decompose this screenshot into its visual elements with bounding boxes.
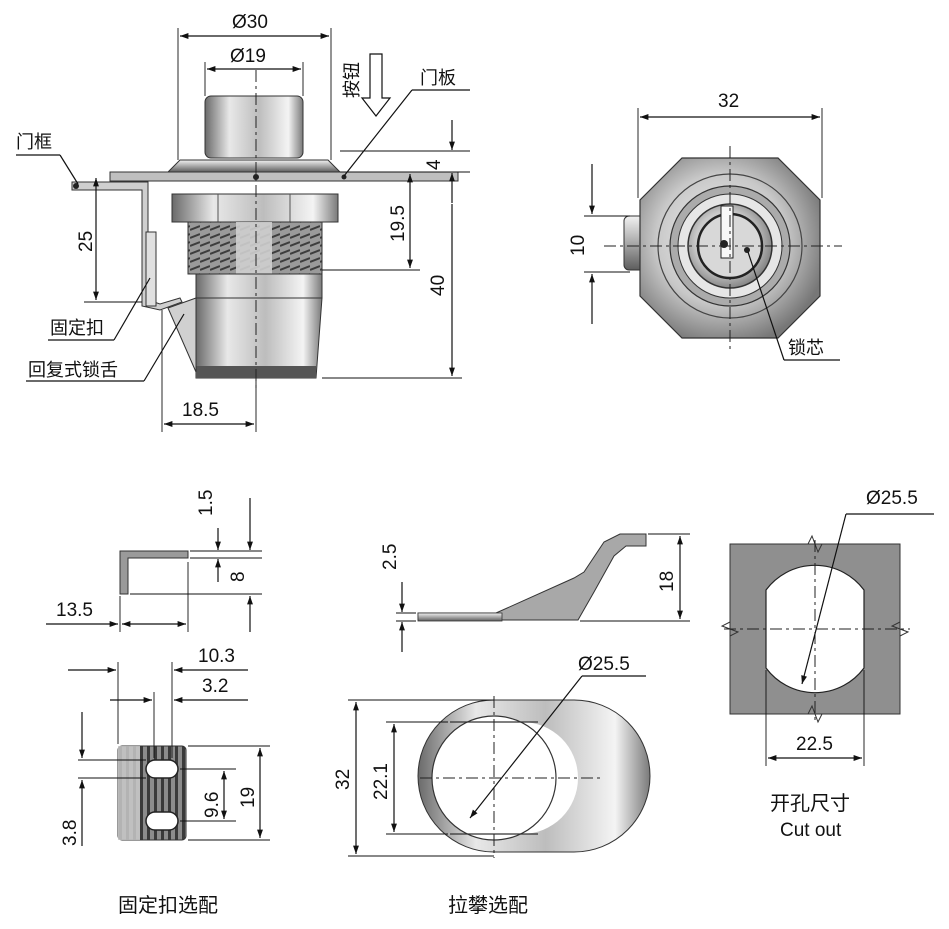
dim-slot-pitch: 9.6 [202,792,223,818]
lower-housing [195,273,323,299]
main-side-view: Ø30 Ø19 按钮 门板 4 19.5 40 门框 [16,12,470,432]
dim-key-width: 10 [568,235,589,256]
pull-caption: 拉攀选配 [448,893,528,917]
dim-cutout-flat: 22.5 [796,734,833,755]
dim-pull-thickness: 2.5 [380,544,401,570]
dim-width: 32 [718,91,739,112]
slot-upper [145,759,179,779]
bracket-option: 1.5 8 13.5 10.3 3.2 3.8 [46,490,270,917]
slot-lower [145,811,179,831]
bracket-profile [119,550,189,595]
door-panel [109,171,459,182]
dim-panel-thickness: 4 [424,159,445,170]
pull-option: 2.5 18 Ø25.5 22.1 32 拉攀选配 [333,533,690,917]
flange [166,159,342,173]
dim-outer-dia: Ø30 [232,12,268,33]
dim-bracket-height: 8 [228,571,249,582]
dim-bracket-thickness: 1.5 [196,490,217,516]
button-cap [204,95,304,159]
dim-plate-height: 19 [238,787,259,808]
label-bracket: 固定扣 [50,318,104,339]
cutout-caption-en: Cut out [780,820,842,841]
dim-pull-hole: Ø25.5 [578,654,630,675]
dim-thread: 19.5 [388,205,409,242]
cutout-view: Ø25.5 22.5 开孔尺寸 Cut out [720,488,934,841]
hex-nut [171,193,339,223]
dim-inner-dia: Ø19 [230,46,266,67]
press-arrow-icon [360,53,392,117]
dim-bracket-length: 13.5 [56,600,93,621]
label-latch: 回复式锁舌 [28,360,118,381]
dim-bracket-width: 10.3 [198,646,235,667]
cutout-hole [765,564,865,694]
label-panel: 门板 [420,68,456,89]
spring-latch [167,297,197,373]
dim-total-height: 40 [428,275,449,296]
front-view: 32 10 锁芯 [568,91,842,361]
label-frame: 门框 [16,132,52,153]
dim-pull-flat: 22.1 [371,763,392,800]
dim-slot-offset: 3.2 [202,676,228,697]
dim-pull-outer: 32 [333,769,354,790]
label-core: 锁芯 [788,338,824,359]
dim-frame-height: 25 [76,231,97,252]
cutout-caption-cn: 开孔尺寸 [770,791,850,815]
dim-latch-offset: 18.5 [182,400,219,421]
pull-profile [417,533,647,621]
dim-pull-height: 18 [657,571,678,592]
dim-cutout-dia: Ø25.5 [866,488,918,509]
bracket-caption: 固定扣选配 [118,893,218,917]
dim-slot-height: 3.8 [60,820,81,846]
label-button: 按钮 [342,62,363,98]
